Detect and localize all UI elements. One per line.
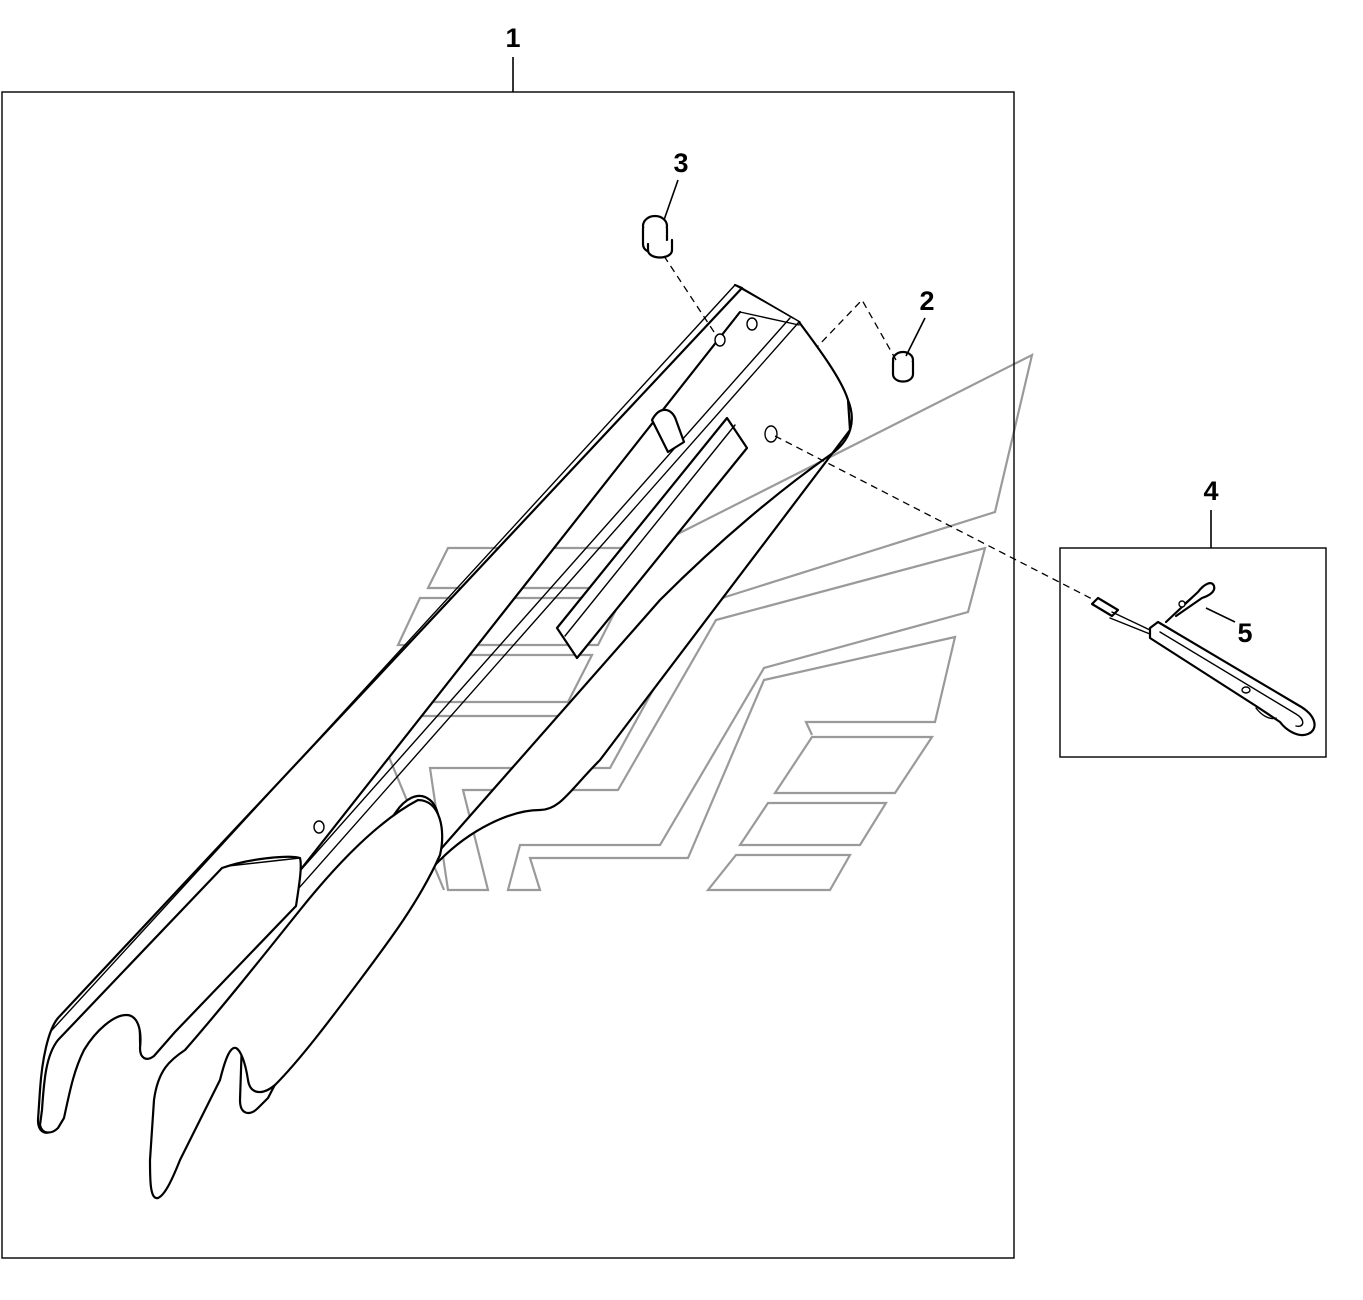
- bracket-arm: [36, 283, 853, 1200]
- bracket-hole-2: [746, 317, 758, 331]
- bracket-hole-3: [764, 425, 778, 443]
- cotter-pin: [1164, 582, 1216, 624]
- assembly-frame: [1, 91, 1015, 1259]
- callout-3: 3: [663, 148, 689, 221]
- plug-large: [641, 214, 717, 336]
- callout-4: 4: [1203, 476, 1219, 548]
- pin-kit-frame: [1059, 547, 1327, 758]
- callout-5-label: 5: [1237, 618, 1252, 648]
- callout-3-label: 3: [673, 148, 688, 178]
- callout-5: 5: [1205, 607, 1253, 648]
- plug-large-dashline: [663, 255, 717, 336]
- hitch-pin: [1090, 596, 1316, 737]
- bracket-tab: [650, 408, 686, 454]
- plug-small: [817, 298, 915, 383]
- bracket-hole-4: [313, 820, 325, 834]
- callout-1: 1: [505, 23, 521, 92]
- pin-alignment-dashline: [774, 435, 1099, 603]
- bracket-hole-1: [714, 333, 726, 347]
- bracket-left-foot: [38, 855, 302, 1134]
- plug-small-dashline: [817, 298, 897, 361]
- callout-2: 2: [905, 286, 935, 357]
- bracket-slot: [555, 416, 749, 660]
- bracket-right-leg: [148, 798, 444, 1200]
- callout-2-label: 2: [919, 286, 934, 316]
- callout-1-label: 1: [505, 23, 520, 53]
- callout-4-label: 4: [1203, 476, 1218, 506]
